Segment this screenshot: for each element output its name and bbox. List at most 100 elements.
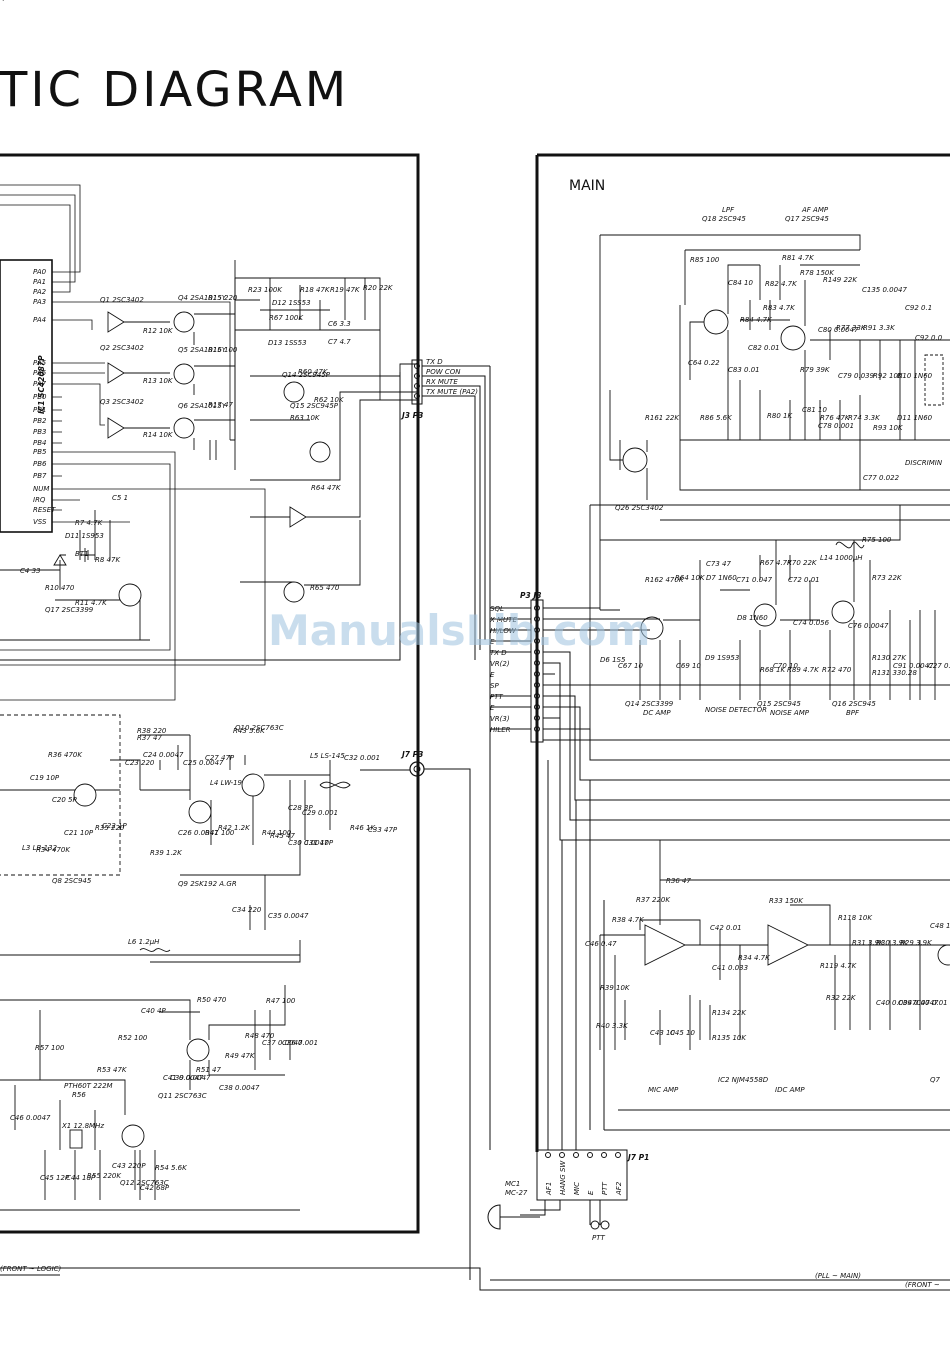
q14-ref-label: Q14 2SC3399: [625, 700, 674, 708]
resistor-label: R8 47K: [95, 556, 121, 564]
resistor-label: R36 47: [666, 877, 691, 885]
resistor-label: R50 470: [197, 996, 227, 1004]
j8-pin-label: E: [490, 704, 495, 712]
ic1-pin-label: PB4: [33, 439, 46, 447]
resistor-label: R41 100: [205, 829, 235, 837]
ic1-pin-label: PA4: [33, 316, 46, 324]
capacitor-label: C74 0.056: [793, 619, 830, 627]
resistor-label: R85 100: [690, 256, 720, 264]
resistor-label: R56: [72, 1091, 86, 1099]
resistor-label: R33 150K: [769, 897, 804, 905]
ic1-pin-label: PB0: [33, 393, 47, 401]
resistor-label: R118 10K: [838, 914, 873, 922]
resistor-label: R45 47: [270, 832, 295, 840]
resistor-label: R68 1K: [760, 666, 786, 674]
capacitor-label: C27 47P: [205, 754, 235, 762]
ic1-pin-label: VSS: [33, 518, 47, 526]
capacitor-label: C41 0.0047: [163, 1074, 204, 1082]
capacitor-label: C84 10: [728, 279, 753, 287]
capacitor-label: C24 0.0047: [143, 751, 184, 759]
resistor-label: R62 10K: [314, 396, 345, 404]
capacitor-label: C80 0.0047: [818, 326, 859, 334]
capacitor-label: C79 0.039: [838, 372, 875, 380]
resistor-label: R34 4.7K: [738, 954, 771, 962]
capacitor-label: C35 0.0047: [268, 912, 309, 920]
capacitor-label: C30 0.0047: [288, 839, 329, 847]
resistor-label: R49 47K: [225, 1052, 256, 1060]
transistor-label: Q11 2SC763C: [158, 1092, 207, 1100]
resistor-label: R79 39K: [800, 366, 831, 374]
resistor-label: R44 100: [262, 829, 292, 837]
resistor-label: R31 3.9K: [852, 939, 885, 947]
resistor-label: R77 33K: [836, 324, 867, 332]
capacitor-label: C91 0.0047: [893, 662, 934, 670]
capacitor-label: C82 0.01: [748, 344, 780, 352]
resistor-label: R11 4.7K: [75, 599, 108, 607]
capacitor-label: C6 3.3: [328, 320, 351, 328]
resistor-label: R36 470K: [48, 751, 83, 759]
j8-pin-label: SP: [490, 682, 499, 690]
j8-pin-label: X MUTE: [489, 616, 517, 624]
resistor-label: R14 10K: [143, 431, 174, 439]
j8-connector-label: P3 J8: [520, 591, 541, 600]
capacitor-label: C32 0.001: [344, 754, 380, 762]
transistor-label: Q14 2SC945P: [282, 371, 331, 379]
resistor-label: R72 470: [822, 666, 852, 674]
transistor-label: Q1 2SC3402: [100, 296, 144, 304]
capacitor-label: C40 0.0047: [876, 999, 917, 1007]
capacitor-label: C43 10: [650, 1029, 675, 1037]
capacitor-label: C64 0.22: [688, 359, 720, 367]
ic1-pin-label: PA7: [33, 380, 47, 388]
resistor-label: R149 22K: [823, 276, 858, 284]
mic-connector-pin-label: PTT: [601, 1182, 609, 1195]
capacitor-label: C73 47: [706, 560, 731, 568]
transistor-label: Q17 2SC3399: [45, 606, 94, 614]
capacitor-label: C19 10P: [30, 774, 60, 782]
resistor-label: R73 22K: [872, 574, 903, 582]
resistor-label: R64 10K: [675, 574, 706, 582]
capacitor-label: C67 10: [618, 662, 643, 670]
resistor-label: R67 4.7K: [760, 559, 793, 567]
capacitor-label: C31 10P: [304, 839, 334, 847]
capacitor-label: C45 12P: [40, 1174, 70, 1182]
resistor-label: R30 3.9K: [876, 939, 909, 947]
resistor-label: R12 10K: [143, 327, 174, 335]
resistor-label: R131 330.28: [872, 669, 917, 677]
capacitor-label: C39 0.0047: [898, 999, 939, 1007]
resistor-label: R7 4.7K: [75, 519, 104, 527]
resistor-label: R13 10K: [143, 377, 174, 385]
capacitor-label: C83 0.01: [728, 366, 760, 374]
diode-label: D8 1N60: [737, 614, 768, 622]
transistor-label: Q13 2SC763C: [0, 0, 49, 2]
af-amp-label: AF AMP: [801, 206, 829, 214]
j8-pin-label: PTT: [490, 693, 503, 701]
resistor-label: R130 27K: [872, 654, 907, 662]
capacitor-label: C69 10: [676, 662, 701, 670]
resistor-label: R47 100: [266, 997, 296, 1005]
capacitor-label: C42 0.01: [710, 924, 742, 932]
capacitor-label: C72 0.01: [788, 576, 820, 584]
q15-ref-label: Q15 2SC945: [757, 700, 801, 708]
lpf-ref-label: Q18 2SC945: [702, 215, 746, 223]
resistor-label: R92 10K: [873, 372, 904, 380]
capacitor-label: C37 0.0047: [262, 1039, 303, 1047]
q14-function-label: DC AMP: [643, 709, 671, 717]
noise-detector-label: NOISE DETECTOR: [705, 706, 767, 714]
j8-pin-label: HILER: [490, 726, 511, 734]
ic1-pin-label: PA1: [33, 278, 46, 286]
diode-label: D6 1S5: [600, 656, 626, 664]
resistor-label: R57 100: [35, 1044, 65, 1052]
resistor-label: R39 1.2K: [150, 849, 183, 857]
q16-ref-label: Q16 2SC945: [832, 700, 876, 708]
capacitor-label: C23 220: [125, 759, 155, 767]
capacitor-label: C47 0.01: [916, 999, 948, 1007]
resistor-label: R119 4.7K: [820, 962, 858, 970]
capacitor-label: C27 0.0047: [928, 662, 950, 670]
component-label: L5 LS-145: [310, 752, 345, 760]
transistor-label: Q10 2SC763C: [235, 724, 284, 732]
ic1-pin-label: PB2: [33, 417, 47, 425]
diode-label: D11 1N60: [897, 414, 933, 422]
capacitor-label: C40 4P: [141, 1007, 166, 1015]
capacitor-label: C77 0.022: [863, 474, 900, 482]
